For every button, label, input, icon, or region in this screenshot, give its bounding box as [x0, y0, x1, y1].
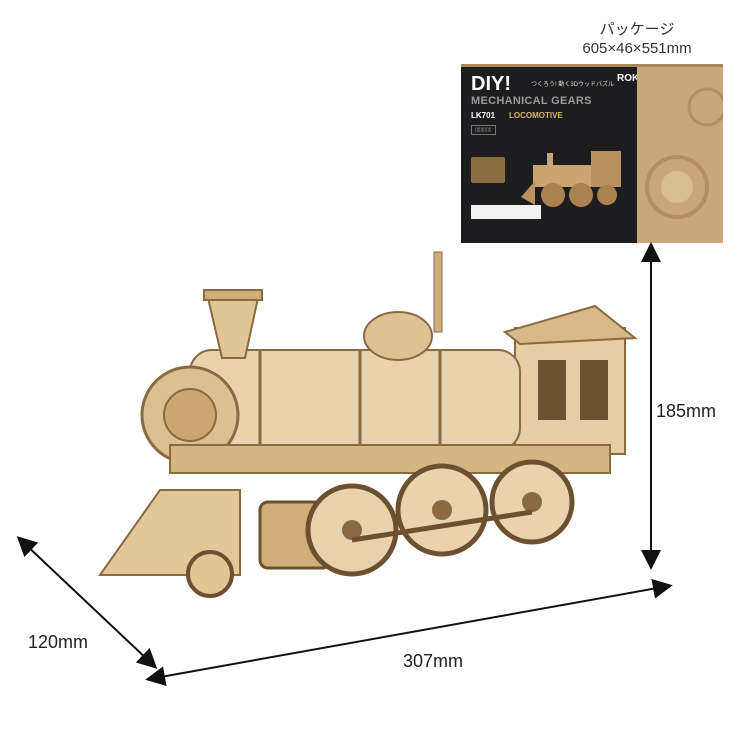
whistle-pole: [433, 251, 443, 333]
package-box-front: DIY! つくろう! 動く3Dウッドパズル MECHANICAL GEARS L…: [461, 67, 646, 243]
locomotive-model-image: [98, 251, 638, 598]
package-box-side: ROKR: [637, 67, 723, 243]
package-box-title: DIY!: [471, 73, 511, 95]
package-box-brand: ROKR: [617, 73, 647, 84]
package-label: パッケージ: [599, 21, 675, 38]
width-arrow: [145, 578, 673, 687]
cab-window-2: [580, 360, 608, 420]
package-box-name: LOCOMOTIVE: [509, 111, 563, 120]
package-box-badge: [471, 157, 505, 183]
cab-window: [538, 360, 566, 420]
package-box-gear-pattern: [645, 87, 723, 219]
depth-arrow: [16, 536, 158, 669]
package-box-image: DIY! つくろう! 動く3Dウッドパズル MECHANICAL GEARS L…: [461, 64, 723, 243]
depth-dimension: 120mm: [28, 632, 89, 652]
height-dimension: 185mm: [656, 401, 717, 421]
package-box-subtitle: MECHANICAL GEARS: [471, 95, 592, 107]
package-box-warning-label: [471, 205, 541, 219]
width-dimension: 307mm: [403, 651, 464, 671]
package-box-small-label: ▯▯▯▯▯▯: [471, 125, 496, 135]
package-box-locomotive-image: [521, 151, 621, 207]
cab-roof: [502, 304, 638, 346]
steam-dome: [363, 311, 433, 361]
connecting-rod: [351, 509, 533, 543]
package-box-model: LK701: [471, 111, 496, 120]
package-size: 605×46×551mm: [582, 40, 692, 57]
package-box-japanese: つくろう! 動く3Dウッドパズル: [531, 82, 615, 88]
package-caption: パッケージ 605×46×551mm: [548, 20, 726, 58]
